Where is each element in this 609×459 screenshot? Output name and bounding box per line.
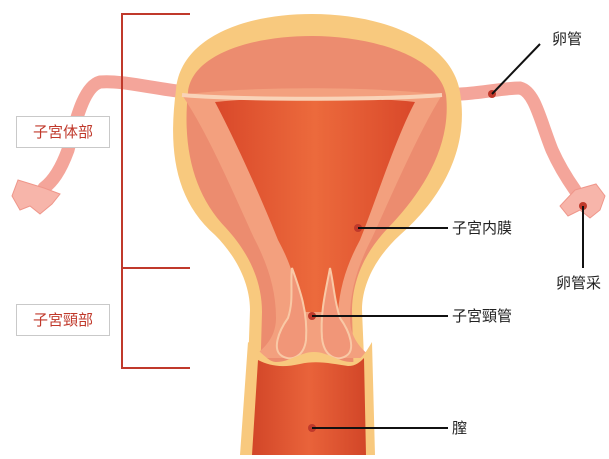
fimbriae-label: 卵管采 xyxy=(556,274,601,292)
fallopian-tube-label: 卵管 xyxy=(552,30,582,48)
vagina-label: 膣 xyxy=(452,419,467,437)
vagina-inner xyxy=(252,358,366,455)
endometrium-label: 子宮内膜 xyxy=(452,219,512,237)
uterine-body-label: 子宮体部 xyxy=(16,116,110,148)
region-bracket xyxy=(122,14,190,368)
cervix-label: 子宮頸部 xyxy=(16,304,110,336)
cervical-canal-label: 子宮頸管 xyxy=(452,307,512,325)
